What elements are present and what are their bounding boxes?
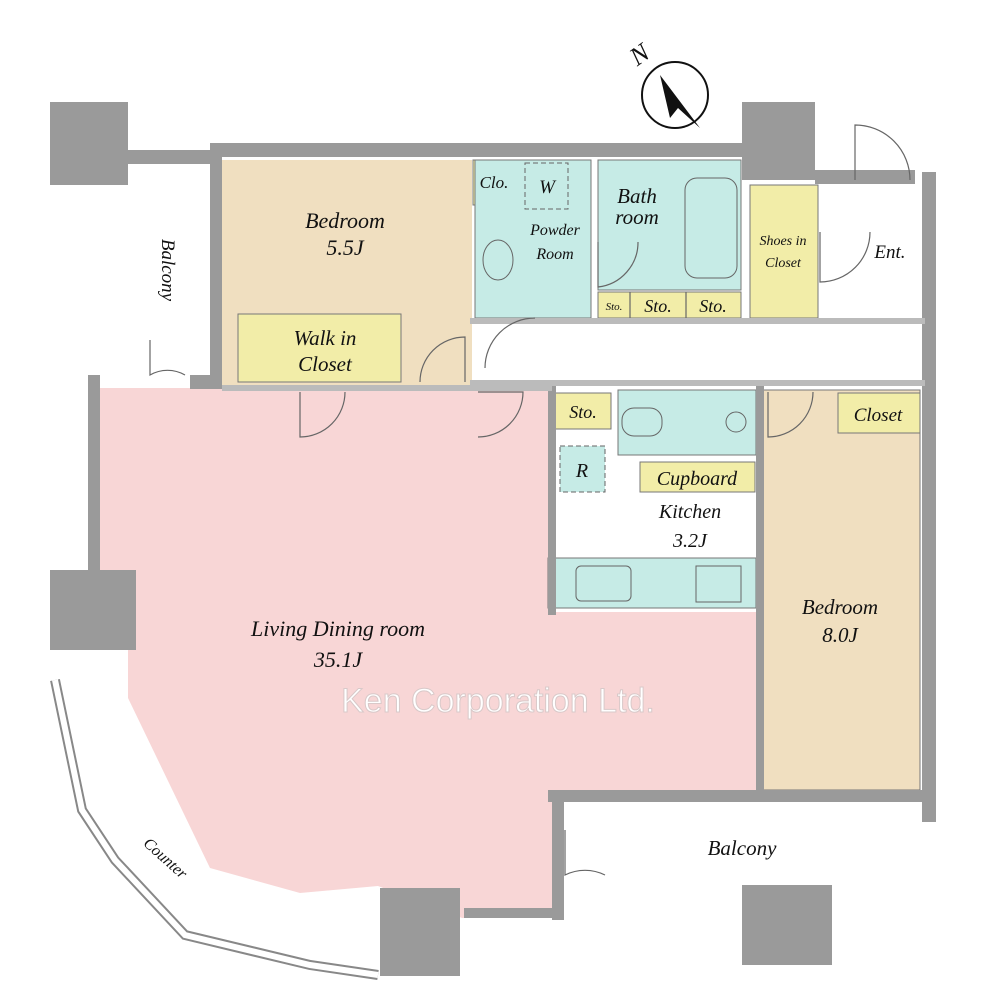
bedroom-8-0-area <box>761 389 921 791</box>
hand-basin-icon <box>725 411 747 433</box>
bath-line1: Bath <box>617 184 657 208</box>
bath-line2: room <box>615 205 659 229</box>
closet-label: Closet <box>854 405 903 426</box>
toilet-icon <box>621 407 663 437</box>
kitchen-size: 3.2J <box>672 530 708 552</box>
walk-in-line2: Closet <box>298 352 353 376</box>
sink-icon <box>482 239 514 281</box>
bathroom-area <box>597 159 742 291</box>
kitchen-sto-label: Sto. <box>569 402 597 422</box>
room-labels: Bedroom 5.5J Walk in Closet Clo. W Powde… <box>140 173 906 883</box>
sto-a-label: Sto. <box>644 296 672 316</box>
stove-icon <box>695 565 742 603</box>
walk-in-line1: Walk in <box>294 326 357 350</box>
door-swings <box>149 124 911 876</box>
storage-strip <box>597 291 742 319</box>
entrance-label: Ent. <box>873 242 905 263</box>
compass-label: N <box>623 37 656 72</box>
washer-label: W <box>539 177 557 198</box>
shoes-line1: Shoes in <box>759 234 806 249</box>
walls <box>50 102 936 976</box>
balcony-left-label: Balcony <box>157 239 178 302</box>
fridge-label: R <box>575 460 588 482</box>
powder-line1: Powder <box>529 222 581 239</box>
cupboard-area <box>639 461 756 493</box>
walk-in-closet-area <box>237 313 402 383</box>
living-name: Living Dining room <box>250 616 425 641</box>
shoes-closet-area <box>749 184 819 319</box>
living-dining-room-area <box>100 388 756 918</box>
sto-b-label: Sto. <box>699 296 727 316</box>
bedroom-2-name: Bedroom <box>802 595 878 619</box>
kitchen-name: Kitchen <box>658 501 721 523</box>
balcony-bottom-label: Balcony <box>708 836 777 860</box>
bedroom-2-size: 8.0J <box>822 623 859 647</box>
bathtub-icon <box>684 177 738 279</box>
bedroom-1-size: 5.5J <box>326 235 365 260</box>
clo-label: Clo. <box>480 173 509 192</box>
watermark: Ken Corporation Ltd. <box>341 682 655 720</box>
closet-area <box>837 392 921 434</box>
powder-line2: Room <box>535 246 573 263</box>
shoes-line2: Closet <box>765 256 802 271</box>
north-arrow-icon: N <box>623 37 709 129</box>
toilet-area <box>617 389 757 456</box>
bedroom-1-name: Bedroom <box>305 208 385 233</box>
cupboard-label: Cupboard <box>657 468 738 490</box>
washer-space <box>524 162 569 210</box>
kitchen-sink-icon <box>575 565 632 602</box>
counter-label: Counter <box>140 835 191 883</box>
powder-room-area <box>474 159 592 319</box>
fridge-space <box>559 445 606 493</box>
sto-small-label: Sto. <box>606 301 623 313</box>
kitchen-storage-area <box>552 392 612 430</box>
living-size: 35.1J <box>313 647 364 672</box>
